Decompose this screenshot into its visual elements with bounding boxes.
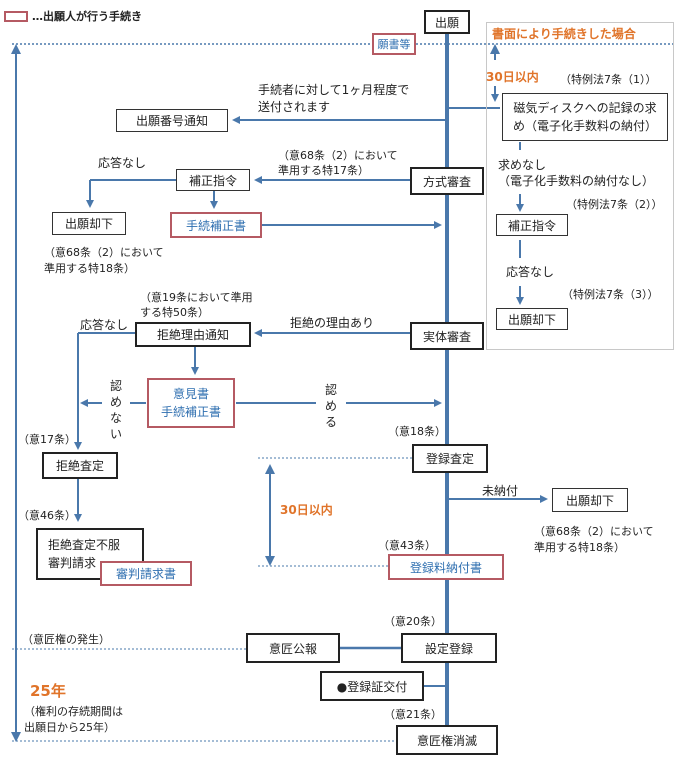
registration-fee-box: 登録料納付書 <box>388 554 504 580</box>
art18-label: （意18条） <box>388 425 446 438</box>
paper-no-response: 応答なし <box>506 265 555 279</box>
substantive-exam-box: 実体審査 <box>410 322 484 350</box>
refusal-decision-box: 拒絶査定 <box>42 452 118 479</box>
duration-note: （権利の存続期間は 出願日から25年） <box>24 705 123 734</box>
right-expires-box: 意匠権消滅 <box>396 725 498 755</box>
unpaid-label: 未納付 <box>482 484 519 498</box>
paper-no-request: 求めなし （電子化手数料の納付なし） <box>498 158 655 188</box>
art17-label: （意17条） <box>18 433 76 446</box>
application-docs-box: 願書等 <box>372 33 416 55</box>
paper-ref1: （特例法7条（1）） <box>560 73 657 86</box>
dismissal-box-1: 出願却下 <box>52 212 126 235</box>
dismissal-box-2: 出願却下 <box>552 488 628 512</box>
filing-number-notice-box: 出願番号通知 <box>116 109 228 132</box>
paper-filing-title: 書面により手続きした場合 <box>492 27 636 41</box>
right-occurs-label: （意匠権の発生） <box>22 633 110 646</box>
dismissal-1-ref: （意68条（2）において 準用する特18条） <box>44 246 164 275</box>
appeal-doc-box: 審判請求書 <box>100 561 192 586</box>
filing-box: 出願 <box>424 10 470 34</box>
refusal-notice-ref: （意19条において準用 する特50条） <box>140 291 253 319</box>
amendment-box: 手続補正書 <box>170 212 262 238</box>
paper-filing-panel <box>486 22 674 350</box>
paper-correction-order-box: 補正指令 <box>496 214 568 236</box>
not-accepted-label: 認めない <box>109 379 122 441</box>
formality-exam-box: 方式審査 <box>410 167 484 195</box>
legend-text: …出願人が行う手続き <box>32 10 142 23</box>
within-30-days-label: 30日以内 <box>280 503 333 517</box>
accepted-label: 認める <box>324 383 337 429</box>
art46-label: （意46条） <box>18 509 76 522</box>
no-response-label-1: 応答なし <box>98 156 147 170</box>
registration-box: 設定登録 <box>401 633 497 663</box>
paper-dismissal-box: 出願却下 <box>496 308 568 330</box>
registration-decision-box: 登録査定 <box>412 444 488 473</box>
years-25-label: 25年 <box>30 682 66 700</box>
art43-label: （意43条） <box>378 539 436 552</box>
certificate-box: ●登録証交付 <box>320 671 424 701</box>
gazette-box: 意匠公報 <box>246 633 340 663</box>
paper-within-30-days: 30日以内 <box>486 70 539 84</box>
notice-note: 手続者に対して1ヶ月程度で 送付されます <box>258 83 410 114</box>
correction-order-box: 補正指令 <box>176 169 250 191</box>
paper-ref2: （特例法7条（2）） <box>566 198 663 211</box>
magnetic-disk-request-box: 磁気ディスクへの記録の求 め（電子化手数料の納付） <box>502 93 668 141</box>
refusal-notice-box: 拒絶理由通知 <box>135 322 251 347</box>
paper-ref3: （特例法7条（3）） <box>562 288 659 301</box>
formality-ref: （意68条（2）において 準用する特17条） <box>278 149 398 177</box>
opinion-amendment-box: 意見書 手続補正書 <box>147 378 235 428</box>
art21-label: （意21条） <box>384 708 442 721</box>
dismissal-2-ref: （意68条（2）において 準用する特18条） <box>534 525 654 554</box>
art20-label: （意20条） <box>384 615 442 628</box>
reason-for-refusal-label: 拒絶の理由あり <box>290 316 375 330</box>
legend-swatch <box>4 10 28 22</box>
legend: …出願人が行う手続き <box>4 8 142 24</box>
no-response-label-2: 応答なし <box>80 318 129 332</box>
